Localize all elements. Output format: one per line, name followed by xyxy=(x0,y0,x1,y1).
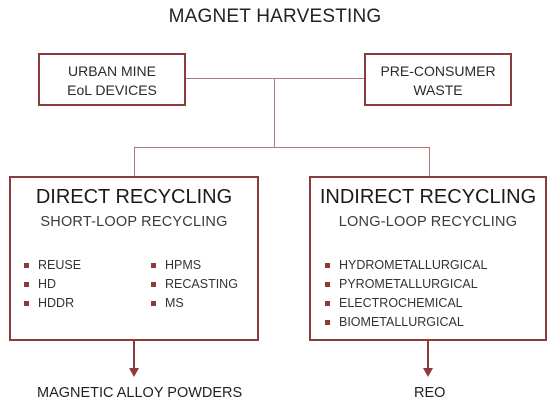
branch-box-indirect-recycling: INDIRECT RECYCLING LONG-LOOP RECYCLING H… xyxy=(309,176,547,341)
source-box-pre-consumer: PRE-CONSUMER WASTE xyxy=(364,53,512,106)
list-item: HYDROMETALLURGICAL xyxy=(325,256,487,275)
list-item: HPMS xyxy=(151,256,238,275)
list-item: MS xyxy=(151,294,238,313)
branch-title: DIRECT RECYCLING xyxy=(35,186,233,208)
source-box-urban-mine: URBAN MINE EoL DEVICES xyxy=(38,53,186,106)
branch-subtitle: LONG-LOOP RECYCLING xyxy=(338,214,518,230)
method-list: HYDROMETALLURGICAL PYROMETALLURGICAL ELE… xyxy=(325,256,487,332)
source-label-line2: WASTE xyxy=(413,82,463,98)
list-item: HD xyxy=(24,275,81,294)
branch-title: INDIRECT RECYCLING xyxy=(319,186,537,208)
connector-right-drop xyxy=(429,147,430,176)
source-label-line1: PRE-CONSUMER xyxy=(380,63,496,79)
connector-left-drop xyxy=(134,147,135,176)
source-label-line2: EoL DEVICES xyxy=(67,82,157,98)
list-item: REUSE xyxy=(24,256,81,275)
list-item: HDDR xyxy=(24,294,81,313)
list-item: BIOMETALLURGICAL xyxy=(325,313,487,332)
list-item: RECASTING xyxy=(151,275,238,294)
arrow-shaft-right xyxy=(427,341,429,369)
list-item: PYROMETALLURGICAL xyxy=(325,275,487,294)
output-label-left: MAGNETIC ALLOY POWDERS xyxy=(37,385,243,401)
list-item: ELECTROCHEMICAL xyxy=(325,294,487,313)
method-list-right: HPMS RECASTING MS xyxy=(151,256,238,313)
method-list-left: REUSE HD HDDR xyxy=(24,256,81,313)
branch-subtitle: SHORT-LOOP RECYCLING xyxy=(40,214,228,230)
connector-source-horizontal xyxy=(186,78,364,79)
arrow-down-icon xyxy=(129,368,139,377)
arrow-shaft-left xyxy=(133,341,135,369)
connector-split-horizontal xyxy=(134,147,430,148)
diagram-title: MAGNET HARVESTING xyxy=(168,6,382,27)
output-label-right: REO xyxy=(414,385,446,401)
connector-trunk xyxy=(274,78,275,148)
source-label-line1: URBAN MINE xyxy=(68,63,156,79)
arrow-down-icon xyxy=(423,368,433,377)
branch-box-direct-recycling: DIRECT RECYCLING SHORT-LOOP RECYCLING RE… xyxy=(9,176,259,341)
